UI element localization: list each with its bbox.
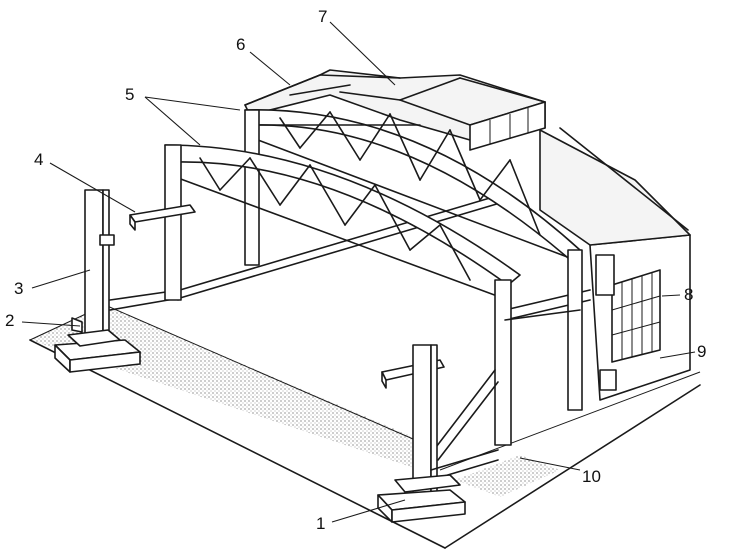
leader-lines bbox=[21, 21, 696, 523]
label-4: 4 bbox=[34, 150, 43, 169]
crane-beam-left bbox=[129, 204, 196, 231]
roof-lantern bbox=[244, 69, 546, 151]
label-3: 3 bbox=[14, 279, 23, 298]
front-truss bbox=[164, 144, 521, 301]
label-5: 5 bbox=[125, 85, 134, 104]
label-2: 2 bbox=[5, 311, 14, 330]
wall-window bbox=[611, 269, 661, 363]
label-8: 8 bbox=[684, 285, 693, 304]
crane-column-right bbox=[377, 344, 499, 523]
label-9: 9 bbox=[697, 342, 706, 361]
label-10: 10 bbox=[582, 467, 601, 486]
crane-column-left bbox=[54, 189, 141, 373]
back-truss bbox=[244, 109, 583, 411]
label-7: 7 bbox=[318, 7, 327, 26]
label-6: 6 bbox=[236, 35, 245, 54]
front-right-column bbox=[429, 279, 581, 461]
side-building bbox=[539, 127, 691, 401]
label-1: 1 bbox=[316, 514, 325, 533]
